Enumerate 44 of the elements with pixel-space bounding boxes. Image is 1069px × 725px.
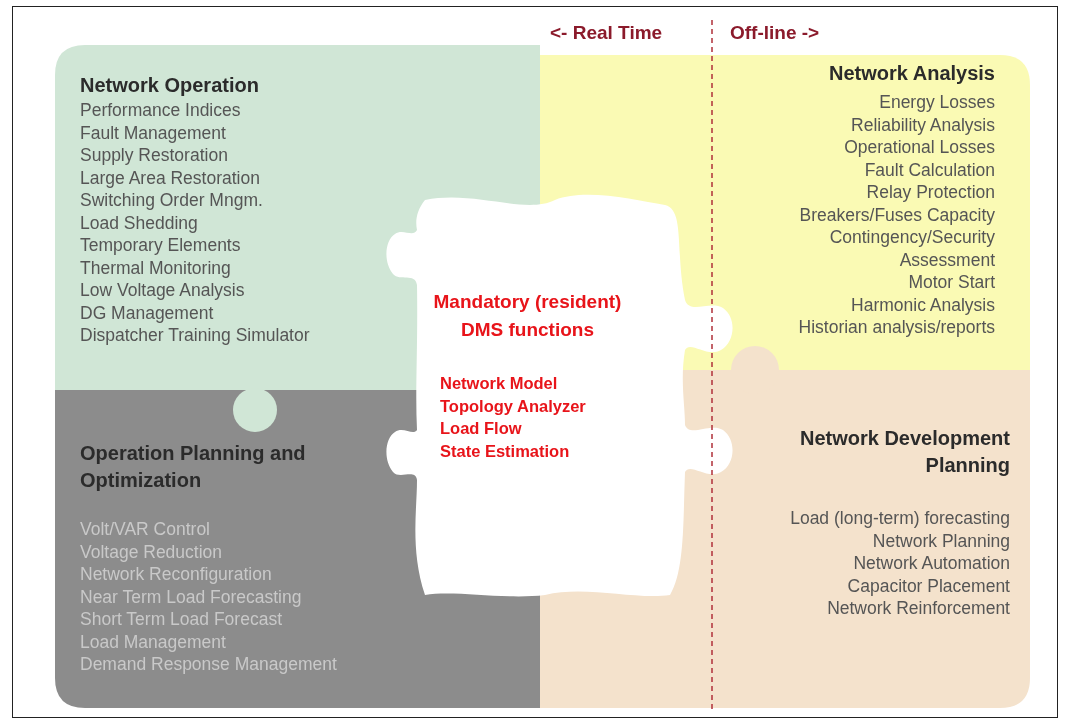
section-heading: Network Operation xyxy=(80,73,259,98)
function-item: Historian analysis/reports xyxy=(798,316,995,339)
function-item: Capacitor Placement xyxy=(847,574,1010,597)
section-heading: Network Analysis xyxy=(829,61,995,86)
mode-label: Off-line -> xyxy=(730,22,820,44)
function-item: Load Shedding xyxy=(80,211,198,234)
function-item: Temporary Elements xyxy=(80,234,241,257)
section-heading: Mandatory (resident) DMS functions xyxy=(432,290,623,342)
function-item: Short Term Load Forecast xyxy=(80,608,282,631)
function-item: Breakers/Fuses Capacity xyxy=(799,203,995,226)
function-item: Low Voltage Analysis xyxy=(80,279,245,302)
function-item: Large Area Restoration xyxy=(80,166,260,189)
function-item: DG Management xyxy=(80,301,214,324)
function-item: Demand Response Management xyxy=(80,653,337,676)
function-item: Energy Losses xyxy=(879,91,995,114)
function-item: Fault Management xyxy=(80,121,226,144)
function-item: Network Model xyxy=(440,373,559,394)
function-item: Load Management xyxy=(80,630,226,653)
function-item: Voltage Reduction xyxy=(80,540,223,563)
function-item: Motor Start xyxy=(908,271,995,294)
function-item: Load (long-term) forecasting xyxy=(790,507,1010,530)
function-item: Operational Losses xyxy=(844,136,995,159)
function-item: Switching Order Mngm. xyxy=(80,189,263,212)
mode-label: <- Real Time xyxy=(550,22,663,44)
function-item: Network Automation xyxy=(853,552,1010,575)
function-item: Reliability Analysis xyxy=(851,113,995,136)
function-item: Harmonic Analysis xyxy=(851,293,995,316)
function-item: Network Reinforcement xyxy=(827,597,1010,620)
function-item: Network Planning xyxy=(872,529,1010,552)
function-item: Relay Protection xyxy=(866,181,995,204)
function-item: Dispatcher Training Simulator xyxy=(80,324,310,347)
function-item: Fault Calculation xyxy=(864,158,995,181)
function-item: Contingency/Security Assessment xyxy=(828,226,995,271)
function-item: State Estimation xyxy=(440,440,571,462)
function-item: Volt/VAR Control xyxy=(80,518,210,541)
function-item: Performance Indices xyxy=(80,99,241,122)
function-item: Topology Analyzer xyxy=(440,395,587,417)
section-heading: Network Development Planning xyxy=(798,426,1010,478)
section-heading: Operation Planning and Optimization xyxy=(80,441,307,493)
function-item: Thermal Monitoring xyxy=(80,256,231,279)
function-item: Supply Restoration xyxy=(80,144,228,167)
function-item: Network Reconfiguration xyxy=(80,563,272,586)
function-item: Near Term Load Forecasting xyxy=(80,585,302,608)
function-item: Load Flow xyxy=(440,418,523,439)
